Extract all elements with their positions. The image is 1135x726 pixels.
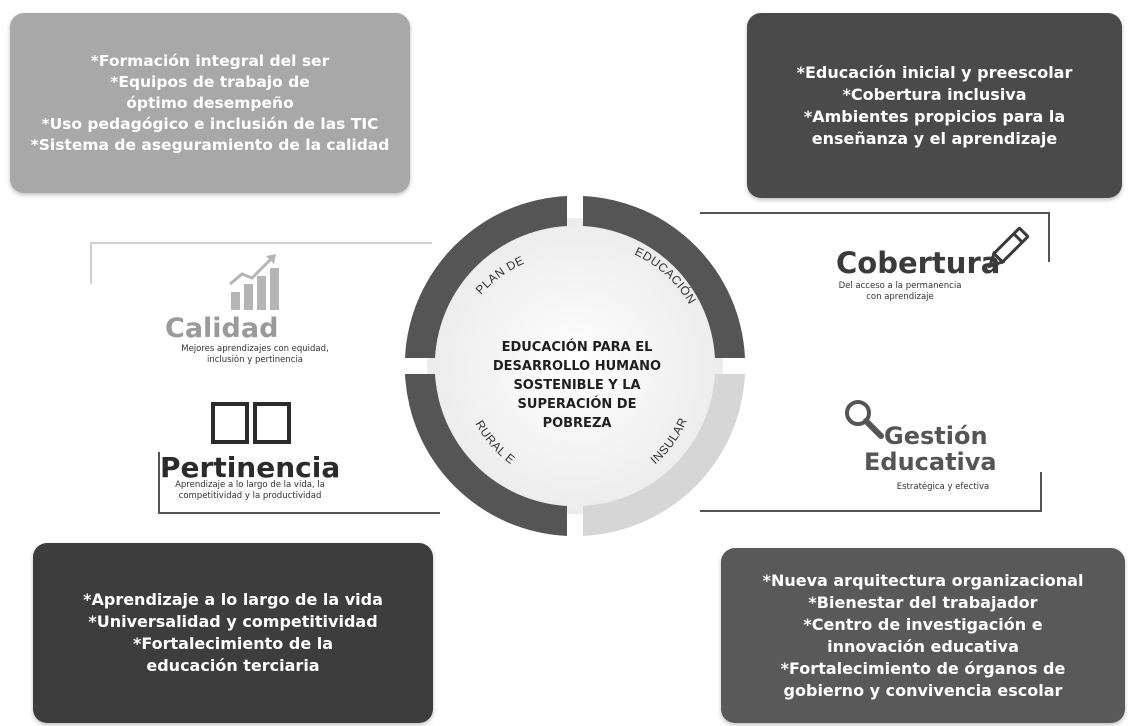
- pillar-title-calidad: Calidad: [165, 313, 279, 344]
- pillar-subtitle-cobertura: Del acceso a la permanencia con aprendiz…: [825, 281, 975, 303]
- subtitle-line: Mejores aprendizajes con equidad,: [181, 344, 329, 354]
- subtitle-line: Aprendizaje a lo largo de la vida, la: [175, 480, 325, 490]
- subtitle-line: competitividad y la productividad: [178, 491, 322, 501]
- box-calidad-details: *Formación integral del ser *Equipos de …: [10, 13, 410, 193]
- open-book-icon: [211, 402, 291, 444]
- box-line: gobierno y convivencia escolar: [783, 680, 1063, 700]
- ring-segment-top-right: [583, 196, 745, 358]
- box-line: *Bienestar del trabajador: [808, 592, 1038, 612]
- center-line: POBREZA: [542, 416, 612, 431]
- box-line: *Fortalecimiento de órganos de: [780, 658, 1066, 678]
- center-line: SUPERACIÓN DE: [517, 397, 637, 412]
- wheel-center-title: EDUCACIÓN PARA EL DESARROLLO HUMANO SOST…: [478, 338, 676, 433]
- box-line: *Fortalecimiento de la: [132, 634, 334, 653]
- ring-segment-bottom-left: [405, 374, 567, 536]
- pillar-subtitle-pertinencia: Aprendizaje a lo largo de la vida, la co…: [160, 480, 340, 502]
- pillar-title-pertinencia: Pertinencia: [160, 451, 341, 484]
- pencil-icon: [987, 227, 1029, 269]
- box-pertinencia-details: *Aprendizaje a lo largo de la vida *Univ…: [33, 543, 433, 723]
- pillar-title-gestion: Gestión: [884, 422, 988, 450]
- pillar-subtitle-gestion: Estratégica y efectiva: [896, 482, 990, 492]
- ring-segment-top-left: [405, 196, 567, 358]
- central-wheel: PLAN DE EDUCACIÓN RURAL E INSULAR: [405, 196, 745, 536]
- box-line: *Cobertura inclusiva: [842, 84, 1027, 104]
- box-line: enseñanza y el aprendizaje: [811, 128, 1058, 148]
- box-line: *Ambientes propicios para la: [803, 106, 1066, 126]
- box-line: *Centro de investigación e: [803, 614, 1043, 634]
- ring-segment-bottom-right: [583, 374, 745, 536]
- pillar-title-cobertura: Cobertura: [836, 246, 1001, 280]
- box-line: *Nueva arquitectura organizacional: [762, 570, 1084, 590]
- connector-bracket: [158, 452, 440, 514]
- pillar-title-educativa: Educativa: [864, 448, 997, 476]
- connector-bracket: [700, 472, 1042, 512]
- pillar-subtitle-calidad: Mejores aprendizajes con equidad, inclus…: [155, 344, 355, 366]
- center-line: SOSTENIBLE Y LA: [513, 378, 641, 393]
- box-line: óptimo desempeño: [126, 93, 294, 112]
- subtitle-line: inclusión y pertinencia: [206, 355, 304, 365]
- magnifier-icon: [845, 400, 884, 439]
- box-line: *Uso pedagógico e inclusión de las TIC: [41, 114, 379, 133]
- subtitle-line: con aprendizaje: [866, 292, 934, 302]
- center-line: DESARROLLO HUMANO: [492, 359, 662, 374]
- box-line: *Equipos de trabajo de: [110, 72, 310, 91]
- growth-chart-icon: [229, 254, 279, 310]
- connector-bracket: [700, 212, 1050, 262]
- box-line: *Universalidad y competitividad: [88, 612, 378, 631]
- box-line: innovación educativa: [827, 636, 1019, 656]
- box-line: *Sistema de aseguramiento de la calidad: [30, 135, 390, 154]
- center-line: EDUCACIÓN PARA EL: [501, 340, 653, 355]
- box-line: educación terciaria: [146, 656, 320, 675]
- subtitle-line: Del acceso a la permanencia: [838, 281, 962, 291]
- box-line: *Aprendizaje a lo largo de la vida: [83, 590, 383, 609]
- box-cobertura-details: *Educación inicial y preescolar *Cobertu…: [747, 13, 1122, 198]
- box-line: *Educación inicial y preescolar: [796, 62, 1073, 82]
- connector-bracket: [90, 242, 432, 284]
- box-gestion-details: *Nueva arquitectura organizacional *Bien…: [721, 548, 1125, 723]
- box-line: *Formación integral del ser: [90, 51, 330, 70]
